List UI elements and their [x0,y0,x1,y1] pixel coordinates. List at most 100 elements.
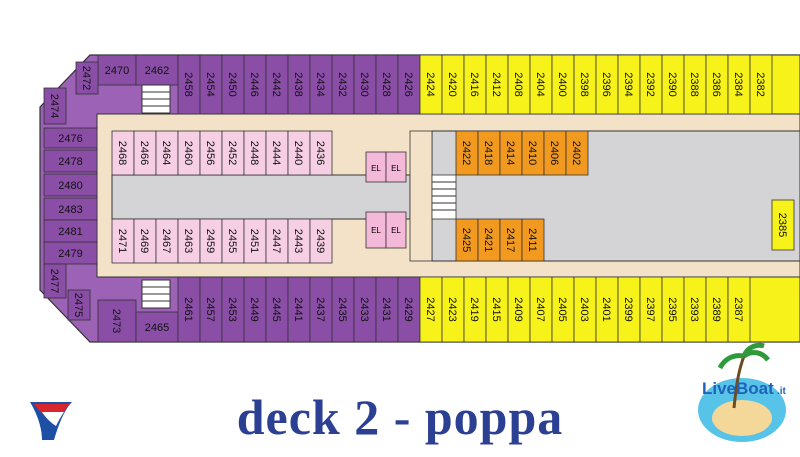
cabin[interactable]: 2440 [287,130,311,176]
cabin[interactable]: 2451 [243,218,267,264]
cabin[interactable]: 2399 [617,276,641,343]
cabin[interactable]: 2445 [265,276,289,343]
cabin[interactable]: 2441 [287,276,311,343]
cabin[interactable]: 2458 [177,54,201,115]
cabin[interactable]: 2447 [265,218,289,264]
cabin[interactable]: 2387 [727,276,751,343]
cabin[interactable]: 2418 [477,130,501,176]
cabin[interactable]: 2420 [441,54,465,115]
cabin[interactable]: 2456 [199,130,223,176]
cabin[interactable]: 2388 [683,54,707,115]
cabin[interactable]: 2428 [375,54,399,115]
cabin[interactable]: 2395 [661,276,685,343]
cabin[interactable]: 2471 [111,218,135,264]
cabin[interactable]: 2473 [97,299,137,343]
cabin[interactable]: 2410 [521,130,545,176]
cabin[interactable]: 2459 [199,218,223,264]
cabin[interactable]: 2401 [595,276,619,343]
cabin[interactable]: 2479 [43,241,98,265]
cabin[interactable]: 2483 [43,197,98,221]
cabin[interactable]: 2429 [397,276,421,343]
cabin[interactable]: 2427 [419,276,443,343]
cabin[interactable]: 2415 [485,276,509,343]
cabin[interactable]: 2467 [155,218,179,264]
cabin[interactable]: 2423 [441,276,465,343]
cabin[interactable]: 2444 [265,130,289,176]
cabin[interactable]: 2412 [485,54,509,115]
cabin[interactable]: 2407 [529,276,553,343]
cabin[interactable]: 2452 [221,130,245,176]
cabin[interactable]: 2437 [309,276,333,343]
cabin[interactable]: 2408 [507,54,531,115]
cabin[interactable]: 2419 [463,276,487,343]
cabin[interactable]: 2396 [595,54,619,115]
cabin[interactable]: 2446 [243,54,267,115]
cabin[interactable]: 2389 [705,276,729,343]
cabin[interactable]: 2470 [97,54,137,86]
cabin[interactable]: 2457 [199,276,223,343]
cabin[interactable]: 2416 [463,54,487,115]
cabin[interactable]: 2443 [287,218,311,264]
cabin[interactable]: 2448 [243,130,267,176]
cabin[interactable]: 2393 [683,276,707,343]
cabin[interactable]: 2455 [221,218,245,264]
cabin[interactable]: 2462 [135,54,179,86]
cabin[interactable]: 2439 [309,218,333,264]
cabin[interactable]: 2474 [43,87,67,125]
cabin-number: 2424 [424,72,436,96]
cabin[interactable]: 2384 [727,54,751,115]
cabin[interactable]: 2406 [543,130,567,176]
cabin[interactable]: 2464 [155,130,179,176]
cabin[interactable]: 2433 [353,276,377,343]
cabin[interactable]: 2442 [265,54,289,115]
cabin[interactable]: 2475 [67,289,91,321]
cabin[interactable]: 2468 [111,130,135,176]
cabin[interactable]: 2390 [661,54,685,115]
cabin[interactable]: 2438 [287,54,311,115]
cabin[interactable]: 2430 [353,54,377,115]
cabin[interactable]: 2460 [177,130,201,176]
cabin[interactable]: 2472 [75,61,99,95]
cabin[interactable]: 2404 [529,54,553,115]
cabin[interactable]: 2425 [455,218,479,262]
cabin[interactable]: 2424 [419,54,443,115]
cabin[interactable]: 2478 [43,149,98,173]
cabin[interactable]: 2386 [705,54,729,115]
cabin[interactable]: 2481 [43,219,98,243]
cabin[interactable]: 2411 [521,218,545,262]
cabin[interactable]: 2400 [551,54,575,115]
cabin[interactable]: 2463 [177,218,201,264]
cabin[interactable]: 2417 [499,218,523,262]
cabin[interactable]: 2434 [309,54,333,115]
cabin[interactable]: 2397 [639,276,663,343]
cabin[interactable]: 2402 [565,130,589,176]
cabin[interactable]: 2461 [177,276,201,343]
cabin[interactable]: 2476 [43,127,98,149]
cabin[interactable]: 2414 [499,130,523,176]
cabin[interactable]: 2405 [551,276,575,343]
cabin[interactable]: 2422 [455,130,479,176]
cabin[interactable]: 2454 [199,54,223,115]
cabin[interactable]: 2382 [749,54,773,115]
cabin[interactable]: 2392 [639,54,663,115]
cabin[interactable]: 2409 [507,276,531,343]
cabin[interactable]: 2469 [133,218,157,264]
cabin[interactable]: 2465 [135,311,179,343]
cabin[interactable]: 2385 [771,199,795,251]
cabin[interactable]: 2450 [221,54,245,115]
cabin[interactable]: 2398 [573,54,597,115]
cabin[interactable]: 2449 [243,276,267,343]
cabin[interactable]: 2394 [617,54,641,115]
cabin[interactable]: 2466 [133,130,157,176]
cabin[interactable]: 2432 [331,54,355,115]
cabin[interactable]: 2480 [43,173,98,197]
cabin[interactable]: 2453 [221,276,245,343]
cabin[interactable]: 2431 [375,276,399,343]
cabin[interactable]: 2426 [397,54,421,115]
cabin[interactable]: 2421 [477,218,501,262]
cabin[interactable]: 2435 [331,276,355,343]
cabin[interactable]: 2477 [43,263,67,299]
cabin[interactable]: 2403 [573,276,597,343]
cabin[interactable]: 2436 [309,130,333,176]
